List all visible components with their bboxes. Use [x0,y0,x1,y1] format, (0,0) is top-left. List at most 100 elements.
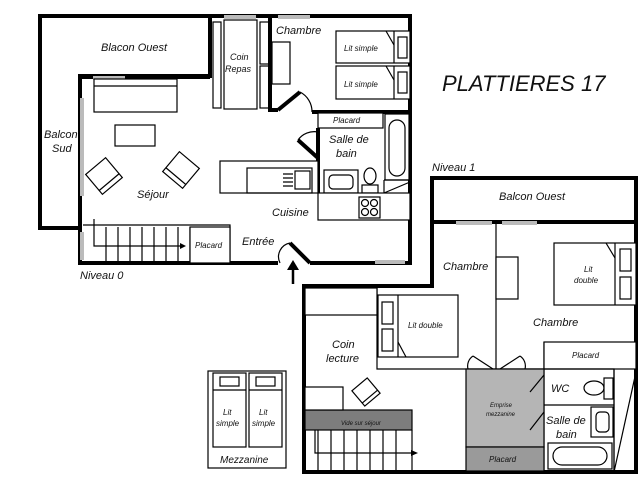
label-cuisine: Cuisine [272,207,309,219]
armchair [161,150,201,190]
entry-door [288,241,312,265]
desk [495,256,519,300]
label-lit-simple: Lit [223,408,232,417]
kitchen-counter [219,160,319,194]
bed-fold [385,65,395,81]
burner [360,198,370,208]
bathtub-basin [388,119,406,177]
staircase [304,430,418,470]
bathtub-basin [552,446,608,466]
sink-basin [328,174,354,190]
label-lit-simple: simple [252,419,276,428]
label-placard: Placard [333,116,361,125]
label-balcon-ouest: Blacon Ouest [101,42,168,54]
level-0-plan [38,14,412,284]
label-balcon-ouest-n1: Balcon Ouest [499,191,566,203]
pillow [255,376,276,387]
label-lit-double: Lit [584,265,593,274]
label-chambre: Chambre [533,317,578,329]
entrance-arrow-head-icon [287,260,299,270]
label-lit-double: double [574,276,599,285]
lower-closet [465,446,545,472]
bed-fold [605,242,616,259]
burner [369,207,379,217]
coffee-table [114,124,156,147]
bench [259,21,270,65]
label-lit-simple: Lit simple [344,80,378,89]
dining-table [223,19,258,110]
toilet [583,380,605,396]
bench [259,65,270,109]
pillow [397,71,408,94]
label-entree: Entrée [242,236,274,248]
plan-title: PLATTIERES 17 [442,71,606,96]
doors [472,355,521,370]
entry-closet [189,226,231,264]
label-mezzanine: Mezzanine [220,455,269,466]
door [276,90,302,112]
bath-corner [383,179,411,194]
mezzanine-outline [207,370,287,469]
door-swing [467,355,526,370]
pillow [619,248,632,272]
label-lit-simple: simple [216,419,240,428]
chambre-wall [268,16,278,112]
door-swing [297,131,319,141]
shelf [304,287,378,316]
label-salle-de-bain: Salle de [546,415,586,427]
double-bed [553,242,637,306]
label-salle-de-bain: bain [556,429,577,441]
label-lit-simple: Lit simple [344,44,378,53]
label-niveau-1: Niveau 1 [432,162,475,174]
toilet [363,167,377,185]
label-placard-bas: Placard [489,455,517,464]
label-emprise-mezzanine: mezzanine [486,412,516,418]
level-1-plan [302,176,638,474]
bookshelf [304,386,344,411]
bed-fold [397,341,407,358]
label-coin-lecture: lecture [326,353,359,365]
drainboard [283,173,293,187]
bed-fold [385,30,395,46]
bench [212,21,222,109]
single-bed [212,372,247,448]
label-lit-simple: Lit [259,408,268,417]
burner [360,207,370,217]
kitchen-sink-counter [246,167,313,194]
kitchen-sink [294,170,311,190]
pillow [381,301,394,325]
label-balcon-sud: Sud [52,143,72,155]
pillow [619,276,632,300]
door-swing [299,91,313,113]
toilet-tank [361,184,379,194]
label-coin-lecture: Coin [332,339,355,351]
sofa [93,78,178,113]
level-1-walls [302,220,638,474]
doors [529,374,545,431]
label-lit-double: Lit double [408,321,443,330]
label-sejour: Séjour [137,189,170,201]
label-salle-de-bain: bain [336,148,357,160]
duct [613,369,637,473]
pillow [381,328,394,352]
armchair [351,377,381,407]
single-bed [248,372,283,448]
door-swing [277,242,291,264]
label-chambre: Chambre [443,261,488,273]
void-over-living [304,409,413,431]
label-wc: WC [551,383,569,395]
sink-basin [595,411,610,433]
staircase [83,219,231,263]
armchair [84,156,124,196]
pillow [397,36,408,59]
pillow [219,376,240,387]
label-balcon-sud: Balcon [44,129,78,141]
label-coin-repas: Coin [230,52,249,62]
double-bed [377,294,459,358]
toilet-tank [603,377,614,400]
burner [369,198,379,208]
desk [271,41,291,85]
label-placard-entree: Placard [195,241,223,250]
label-emprise-mezzanine: Emprise [490,403,513,409]
